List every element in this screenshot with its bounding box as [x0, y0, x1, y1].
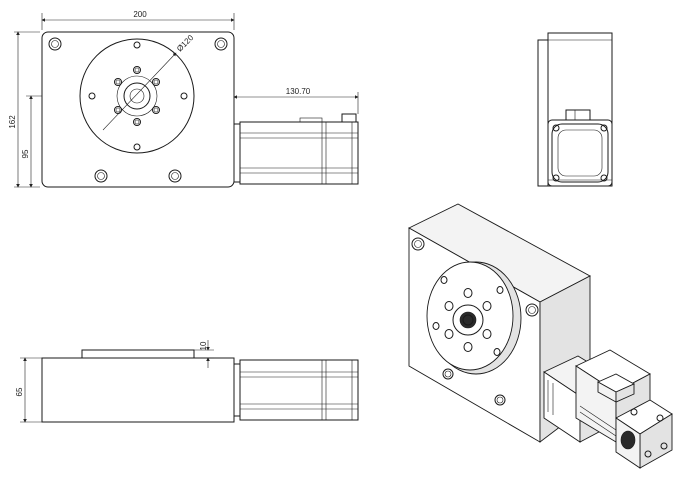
dim-plate-width: 200 — [133, 10, 147, 19]
flange-bolt-holes — [88, 41, 188, 151]
front-view: 65 10 — [15, 340, 359, 423]
dim-body-height: 65 — [15, 387, 24, 396]
dim-motor-length: 130.70 — [286, 87, 311, 96]
motor-top-view — [233, 113, 359, 185]
top-view: 200 162 95 — [8, 10, 359, 188]
isometric-view — [408, 203, 673, 469]
front-body — [41, 357, 235, 423]
iso-flange-holes — [432, 276, 504, 356]
front-flange — [81, 349, 195, 359]
iso-motor — [543, 349, 673, 469]
side-view — [537, 32, 613, 187]
base-plate — [41, 31, 235, 188]
dim-center-height: 95 — [21, 149, 30, 158]
center-bore — [123, 82, 151, 110]
dim-flange-thickness: 10 — [199, 341, 208, 350]
motor-front-view — [233, 359, 359, 421]
dim-plate-height: 162 — [8, 115, 17, 129]
rotary-flange — [79, 38, 195, 154]
corner-holes — [48, 37, 228, 183]
